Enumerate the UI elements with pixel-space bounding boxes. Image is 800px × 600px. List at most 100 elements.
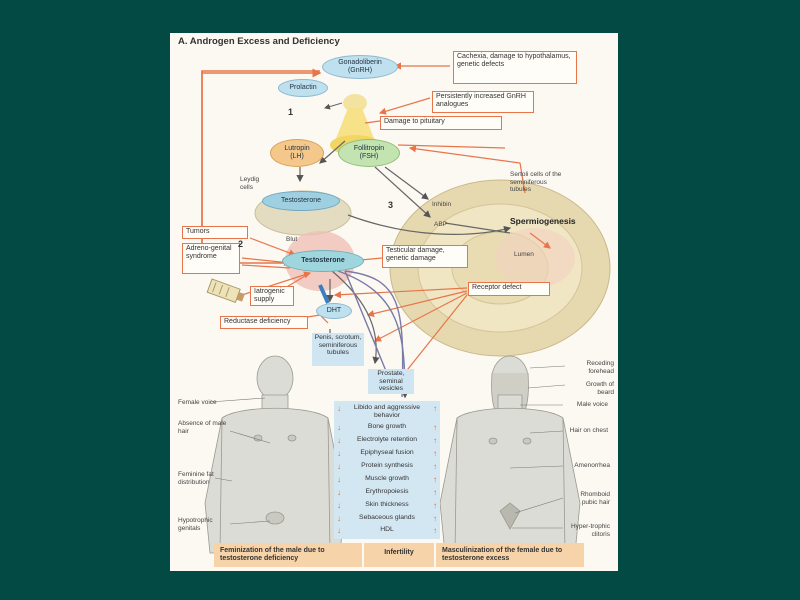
- arrow-down-icon: ↓: [337, 526, 341, 535]
- effect-label: Muscle growth: [365, 475, 409, 482]
- testis-section: [389, 179, 611, 357]
- female-clitoris-label: Hyper-trophic clitoris: [570, 523, 610, 538]
- male-hair-label: Absence of male hair: [178, 420, 227, 435]
- male-figure: [204, 355, 346, 554]
- effect-row: ↓ Skin thickness ↑: [334, 501, 440, 513]
- arrow-up-icon: ↑: [433, 436, 437, 445]
- effect-label: Sebaceous glands: [359, 514, 415, 521]
- lumen-label: Lumen: [514, 251, 534, 258]
- effect-label: Erythropoiesis: [365, 488, 409, 495]
- inhibin-label: Inhibin: [432, 201, 452, 208]
- prostate-label: Prostate, seminal vesicles: [368, 369, 414, 394]
- iatrogenic-bottle: [206, 278, 245, 304]
- step-number-3: 3: [388, 200, 394, 210]
- effect-label: Epiphyseal fusion: [360, 449, 414, 456]
- effect-row: ↓ Bone growth ↑: [334, 423, 440, 435]
- leydig-label: Leydig cells: [240, 176, 260, 191]
- diagram-title: A. Androgen Excess and Deficiency: [178, 36, 340, 47]
- penis-label: Penis, scrotum, seminiferous tubules: [312, 333, 364, 366]
- arrow-down-icon: ↓: [337, 404, 341, 413]
- sertoli-label: Sertoli cells of the seminiferous tubule…: [510, 171, 562, 193]
- female-beard-label: Growth of beard: [585, 381, 614, 396]
- effect-row: ↓ HDL ↑: [334, 526, 440, 538]
- effect-row: ↓ Erythropoiesis ↑: [334, 488, 440, 500]
- testosterone-blood-oval: Testosterone: [282, 250, 364, 272]
- arrow-down-icon: ↓: [337, 475, 341, 484]
- dht-label: DHT: [326, 307, 342, 314]
- testosterone-blood-label: Testosterone: [301, 257, 345, 264]
- step-number-1: 1: [288, 107, 294, 117]
- male-voice-label: Female voice: [178, 399, 217, 406]
- spermiogenesis-label: Spermiogenesis: [510, 216, 576, 226]
- effect-row: ↓ Muscle growth ↑: [334, 475, 440, 487]
- step-number-2: 2: [238, 239, 244, 249]
- female-voice-label: Male voice: [576, 401, 608, 408]
- pituitary-box: Damage to pituitary: [380, 116, 502, 130]
- arrow-up-icon: ↑: [433, 488, 437, 497]
- arrow-up-icon: ↑: [433, 475, 437, 484]
- effect-label: Bone growth: [367, 423, 407, 430]
- footer-center: Infertility: [364, 543, 434, 567]
- footer-right: Masculinization of the female due to tes…: [436, 543, 584, 567]
- male-fat-label: Feminine fat distribution: [178, 471, 214, 486]
- effect-label: Electrolyte retention: [356, 436, 418, 443]
- effect-label: HDL: [380, 526, 394, 533]
- effect-row: ↓ Libido and aggressive behavior ↑: [334, 404, 440, 422]
- footer-left: Feminization of the male due to testoste…: [214, 543, 362, 567]
- prolactin-label: Prolactin: [289, 84, 317, 91]
- effect-label: Protein synthesis: [361, 462, 413, 469]
- iatrogenic-box: Iatrogenic supply: [250, 286, 294, 306]
- reductase-box: Reductase deficiency: [220, 316, 308, 329]
- effect-label: Libido and aggressive behavior: [353, 404, 421, 419]
- arrow-up-icon: ↑: [433, 449, 437, 458]
- effect-row: ↓ Sebaceous glands ↑: [334, 514, 440, 526]
- arrow-down-icon: ↓: [337, 436, 341, 445]
- footer-left-label: Feminization of the male due to testoste…: [220, 547, 325, 562]
- arrow-up-icon: ↑: [433, 462, 437, 471]
- arrow-down-icon: ↓: [337, 501, 341, 510]
- arrow-down-icon: ↓: [337, 462, 341, 471]
- effect-label: Skin thickness: [365, 501, 409, 508]
- abp-label: ABP: [434, 221, 448, 228]
- arrow-down-icon: ↓: [337, 449, 341, 458]
- female-amenorrhea-label: Amenorrhea: [574, 462, 610, 469]
- effect-row: ↓ Electrolyte retention ↑: [334, 436, 440, 448]
- receptor-box: Receptor defect: [468, 282, 550, 296]
- effect-row: ↓ Protein synthesis ↑: [334, 462, 440, 474]
- adrenogenital-box: Adreno-genital syndrome: [182, 243, 240, 274]
- arrow-down-icon: ↓: [337, 423, 341, 432]
- gnrh-oval: Gonadoliberin (GnRH): [322, 55, 398, 79]
- arrow-up-icon: ↑: [433, 526, 437, 535]
- effect-row: ↓ Epiphyseal fusion ↑: [334, 449, 440, 461]
- arrow-up-icon: ↑: [433, 423, 437, 432]
- male-genitals-label: Hypotrophic genitals: [178, 517, 213, 532]
- gnrh-analogues-box: Persistently increased GnRH analogues: [432, 91, 534, 113]
- lh-label: Lutropin (LH): [284, 145, 310, 160]
- prolactin-oval: Prolactin: [278, 79, 328, 97]
- lh-oval: Lutropin (LH): [270, 139, 324, 167]
- testicular-box: Testicular damage, genetic damage: [382, 245, 468, 268]
- testosterone-top-label: Testosterone: [280, 197, 322, 204]
- diagram-graphics: [201, 62, 611, 554]
- arrow-up-icon: ↑: [433, 404, 437, 413]
- fsh-oval: Follitropin (FSH): [338, 139, 400, 167]
- slide: A. Androgen Excess and Deficiency Gonado…: [170, 33, 618, 571]
- arrow-up-icon: ↑: [433, 514, 437, 523]
- tumors-box: Tumors: [182, 226, 248, 239]
- arrow-up-icon: ↑: [433, 501, 437, 510]
- footer-center-label: Infertility: [384, 549, 414, 556]
- gnrh-label: Gonadoliberin (GnRH): [338, 59, 382, 74]
- arrow-down-icon: ↓: [337, 514, 341, 523]
- cachexia-box: Cachexia, damage to hypothalamus, geneti…: [453, 51, 577, 84]
- testosterone-top-oval: Testosterone: [262, 191, 340, 211]
- female-forehead-label: Receding forehead: [586, 360, 614, 375]
- footer-right-label: Masculinization of the female due to tes…: [442, 547, 563, 562]
- fsh-label: Follitropin (FSH): [353, 145, 385, 160]
- female-pubic-label: Rhomboid pubic hair: [580, 491, 610, 506]
- arrow-down-icon: ↓: [337, 488, 341, 497]
- female-chest-label: Hair on chest: [569, 427, 608, 434]
- dht-oval: DHT: [316, 303, 352, 319]
- female-figure: [439, 355, 581, 554]
- blut-label: Blut: [286, 236, 298, 243]
- effects-panel: ↓ Libido and aggressive behavior ↑ ↓ Bone g…: [334, 401, 440, 539]
